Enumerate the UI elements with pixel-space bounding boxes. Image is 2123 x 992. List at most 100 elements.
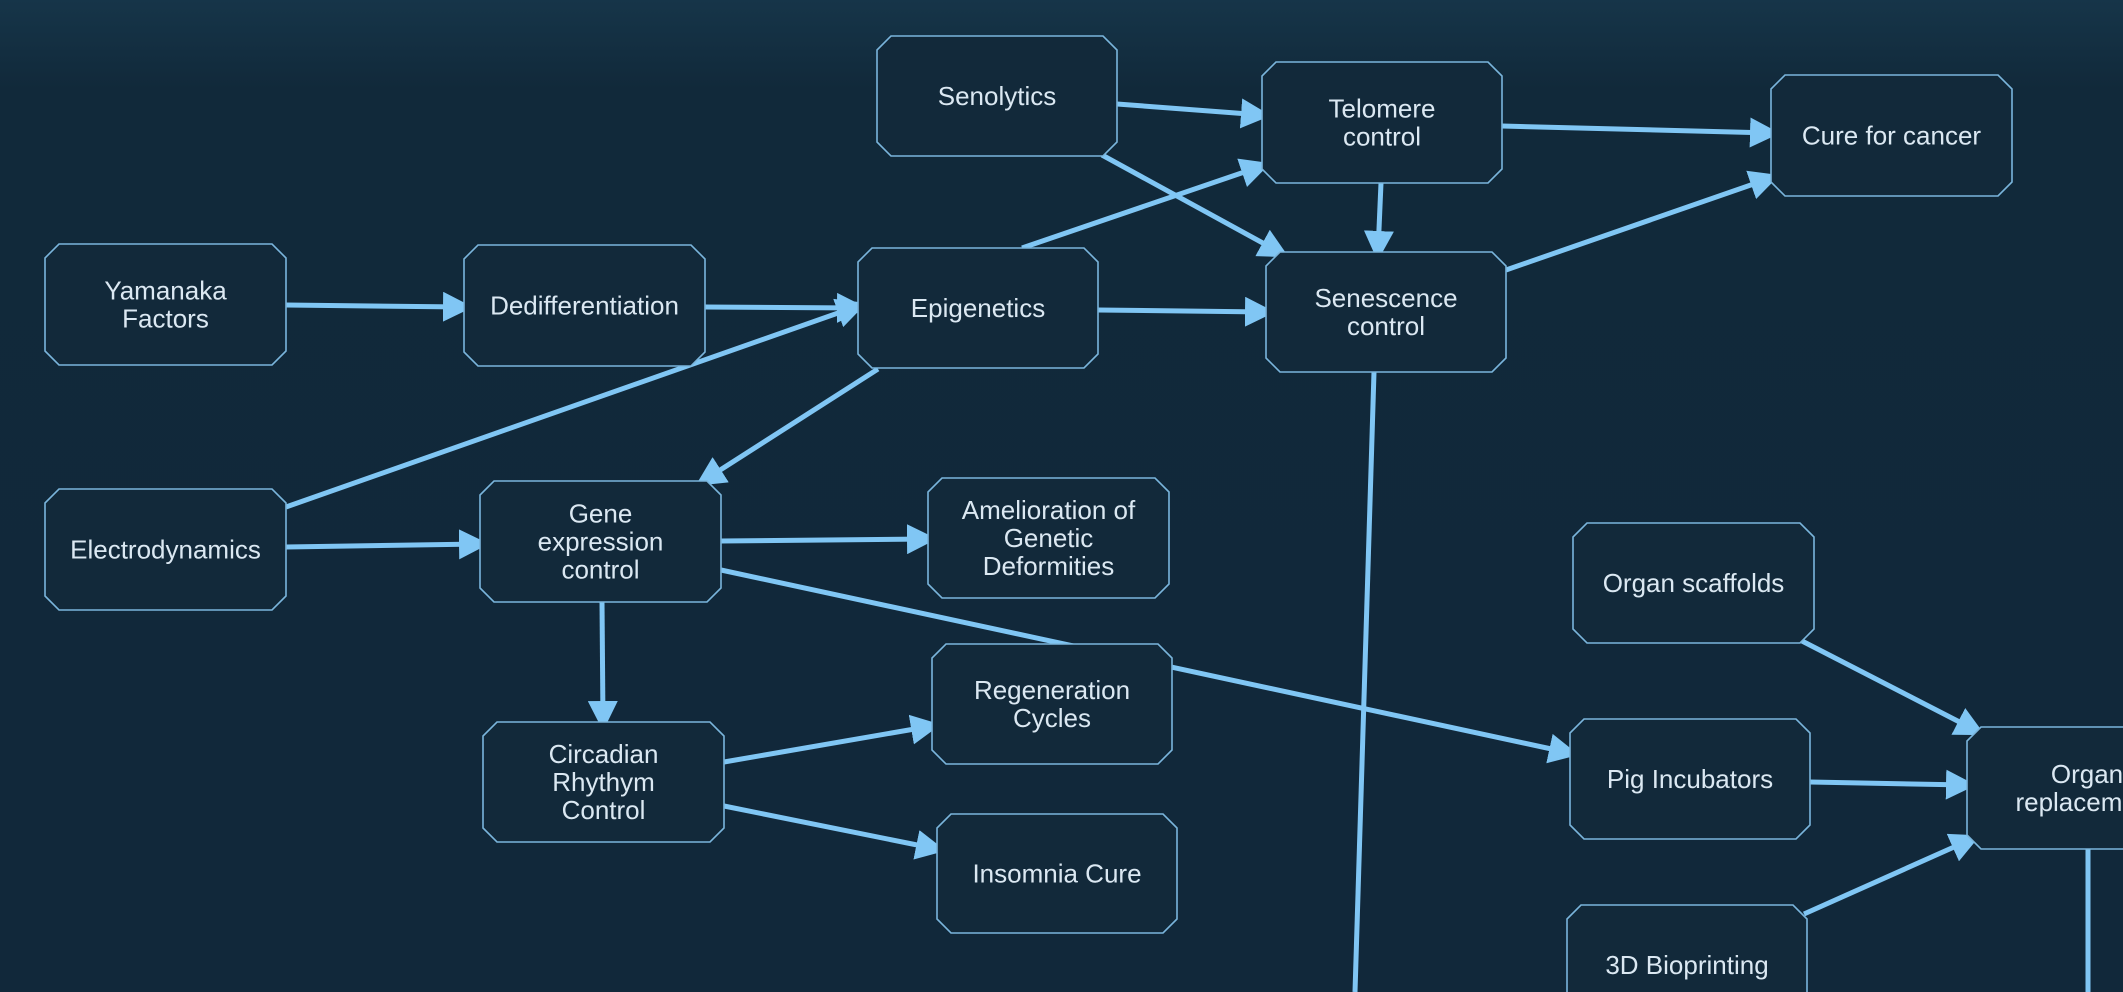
node-label-line: Senolytics <box>938 81 1057 111</box>
node-label-line: Gene <box>569 499 633 529</box>
edge-senescence-control-to-cure-for-cancer <box>1505 170 1780 273</box>
node-label-line: Control <box>562 795 646 825</box>
edge-epigenetics-to-senescence-control <box>1097 296 1275 327</box>
node-box <box>1261 61 1503 184</box>
node-box <box>876 35 1118 157</box>
node-label-line: Organ <box>2051 759 2123 789</box>
node-box <box>479 480 722 603</box>
edge-epigenetics-to-telomere-control <box>1021 158 1271 251</box>
node-dedifferentiation[interactable]: Dedifferentiation <box>463 244 706 367</box>
node-box <box>1572 522 1815 644</box>
edge-gene-expression-control-to-circadian-rhythm-control <box>587 601 618 731</box>
node-label-line: replacement <box>2015 787 2123 817</box>
node-box <box>927 477 1170 599</box>
node-label: Organreplacement <box>2015 759 2123 817</box>
edge-senolytics-to-telomere-control <box>1116 98 1271 129</box>
node-label-line: Epigenetics <box>911 293 1045 323</box>
node-label: Senolytics <box>938 81 1057 111</box>
node-label-line: Genetic <box>1004 523 1094 553</box>
node-box <box>463 244 706 367</box>
node-label-line: Insomnia Cure <box>972 859 1141 889</box>
node-organ-scaffolds[interactable]: Organ scaffolds <box>1572 522 1815 644</box>
node-cure-for-cancer[interactable]: Cure for cancer <box>1770 74 2013 197</box>
node-label-line: Pig Incubators <box>1607 764 1773 794</box>
node-label-line: Electrodynamics <box>70 535 261 565</box>
edge-organ-scaffolds-to-organ-replacement <box>1800 638 1986 736</box>
node-label-line: Cycles <box>1013 703 1091 733</box>
node-insomnia-cure[interactable]: Insomnia Cure <box>936 813 1178 934</box>
edge-dedifferentiation-to-epigenetics <box>704 292 867 323</box>
node-box <box>857 247 1099 369</box>
node-label: Organ scaffolds <box>1603 568 1785 598</box>
node-organ-replacement[interactable]: Organreplacement <box>1966 726 2123 850</box>
node-label: 3D Bioprinting <box>1605 950 1768 980</box>
node-senolytics[interactable]: Senolytics <box>876 35 1118 157</box>
node-label-line: Organ scaffolds <box>1603 568 1785 598</box>
node-label-line: control <box>1343 122 1421 152</box>
edge-gene-expression-control-to-amelioration-genetic-deformities <box>720 524 937 555</box>
node-label-line: Telomere <box>1329 94 1436 124</box>
edge-pig-incubators-to-organ-replacement <box>1809 769 1976 800</box>
node-label-line: Deformities <box>983 551 1114 581</box>
node-label-line: expression <box>538 527 664 557</box>
node-label-line: Factors <box>122 304 209 334</box>
node-label-line: control <box>561 555 639 585</box>
node-label: Cure for cancer <box>1802 121 1982 151</box>
node-3d-bioprinting[interactable]: 3D Bioprinting <box>1566 904 1808 992</box>
edge-telomere-control-to-cure-for-cancer <box>1501 117 1780 148</box>
node-label: Pig Incubators <box>1607 764 1773 794</box>
node-box <box>1265 251 1507 373</box>
node-label: Epigenetics <box>911 293 1045 323</box>
node-label-line: Dedifferentiation <box>490 291 679 321</box>
node-box <box>44 243 287 366</box>
node-box <box>931 643 1173 765</box>
node-box <box>482 721 725 843</box>
node-label-line: Senescence <box>1314 283 1457 313</box>
node-label: Electrodynamics <box>70 535 261 565</box>
node-box <box>1569 718 1811 840</box>
edge-telomere-control-to-senescence-control <box>1363 182 1394 261</box>
node-label-line: 3D Bioprinting <box>1605 950 1768 980</box>
edge-senolytics-to-senescence-control <box>1100 152 1289 258</box>
node-box <box>936 813 1178 934</box>
node-label: Dedifferentiation <box>490 291 679 321</box>
node-label-line: Regeneration <box>974 675 1130 705</box>
node-label-line: Cure for cancer <box>1802 121 1982 151</box>
node-pig-incubators[interactable]: Pig Incubators <box>1569 718 1811 840</box>
edge-3d-bioprinting-to-organ-replacement <box>1802 833 1981 917</box>
edge-electrodynamics-to-epigenetics <box>285 298 867 510</box>
edge-electrodynamics-to-gene-expression-control <box>285 529 489 560</box>
edge-circadian-rhythm-control-to-regeneration-cycles <box>723 714 941 765</box>
node-label: Insomnia Cure <box>972 859 1141 889</box>
node-box <box>44 488 287 611</box>
node-label-line: Circadian <box>549 739 659 769</box>
edge-senescence-control-to-offscreen-below <box>1352 371 1377 992</box>
node-epigenetics[interactable]: Epigenetics <box>857 247 1099 369</box>
node-box <box>1966 726 2123 850</box>
edge-circadian-rhythm-control-to-insomnia-cure <box>723 803 946 860</box>
edge-yamanaka-factors-to-dedifferentiation <box>285 291 473 322</box>
node-label-line: control <box>1347 311 1425 341</box>
node-electrodynamics[interactable]: Electrodynamics <box>44 488 287 611</box>
node-box <box>1770 74 2013 197</box>
node-box <box>1566 904 1808 992</box>
node-label-line: Yamanaka <box>104 276 227 306</box>
edge-epigenetics-to-gene-expression-control <box>695 366 880 486</box>
node-label-line: Amelioration of <box>962 495 1136 525</box>
